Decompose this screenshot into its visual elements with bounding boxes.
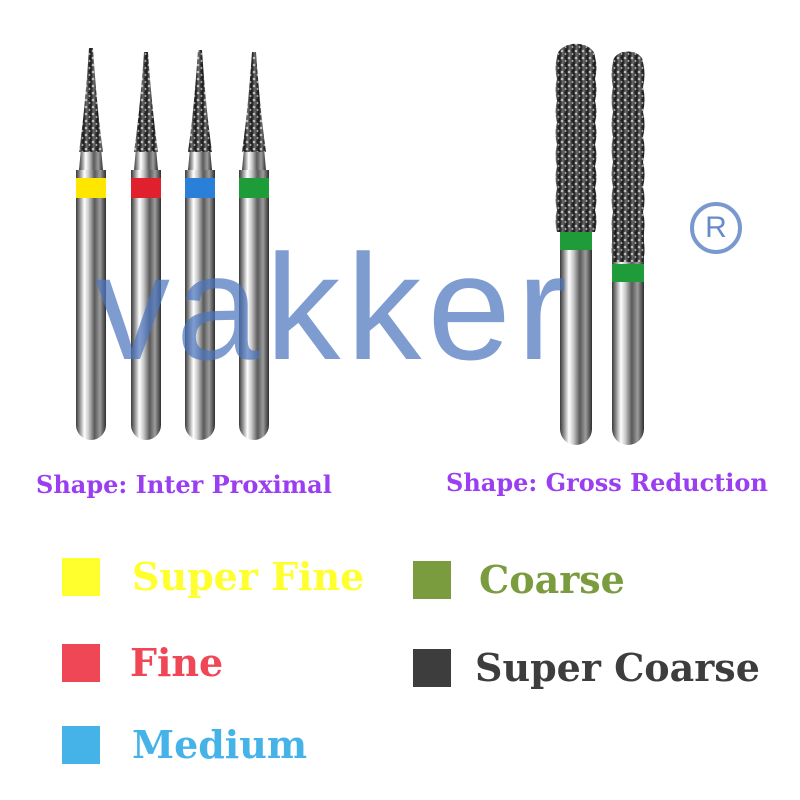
bur-2-color-band: [131, 178, 161, 198]
legend-swatch-coarse: [413, 561, 451, 599]
legend-label-medium: Medium: [132, 722, 308, 767]
bur-1-color-band: [76, 178, 106, 198]
bur-4-diamond-tip: [242, 52, 266, 152]
bur-3: [185, 50, 215, 440]
bur-6: [611, 51, 645, 445]
legend-label-coarse: Coarse: [479, 557, 625, 602]
bur-5: [555, 43, 597, 445]
legend-item-fine: Fine: [62, 643, 223, 683]
legend-label-super-fine: Super Fine: [132, 554, 365, 599]
legend-swatch-medium: [62, 726, 100, 764]
bur-illustration: [76, 43, 645, 445]
bur-1-diamond-tip: [79, 48, 103, 152]
bur-4: [239, 52, 269, 440]
bur-5-diamond-body: [555, 43, 597, 232]
legend-swatch-super-fine: [62, 558, 100, 596]
bur-2-diamond-tip: [134, 52, 158, 152]
legend-item-super-coarse: Super Coarse: [413, 648, 760, 688]
legend-label-fine: Fine: [130, 640, 224, 685]
caption-gross-reduction: Shape: Gross Reduction: [446, 468, 768, 497]
legend-item-medium: Medium: [62, 725, 307, 765]
bur-3-color-band: [185, 178, 215, 198]
bur-1: [76, 48, 106, 440]
registered-trademark-icon: R: [690, 202, 742, 254]
legend-item-coarse: Coarse: [413, 560, 625, 600]
legend-swatch-fine: [62, 644, 100, 682]
caption-inter-proximal: Shape: Inter Proximal: [36, 470, 332, 499]
legend-label-super-coarse: Super Coarse: [475, 645, 760, 690]
bur-4-color-band: [239, 178, 269, 198]
legend-item-super-fine: Super Fine: [62, 557, 364, 597]
bur-2: [131, 52, 161, 440]
bur-6-color-band: [612, 264, 644, 282]
legend-swatch-super-coarse: [413, 649, 451, 687]
bur-5-color-band: [560, 232, 592, 250]
bur-6-diamond-body: [611, 51, 645, 262]
bur-3-diamond-tip: [188, 50, 212, 152]
